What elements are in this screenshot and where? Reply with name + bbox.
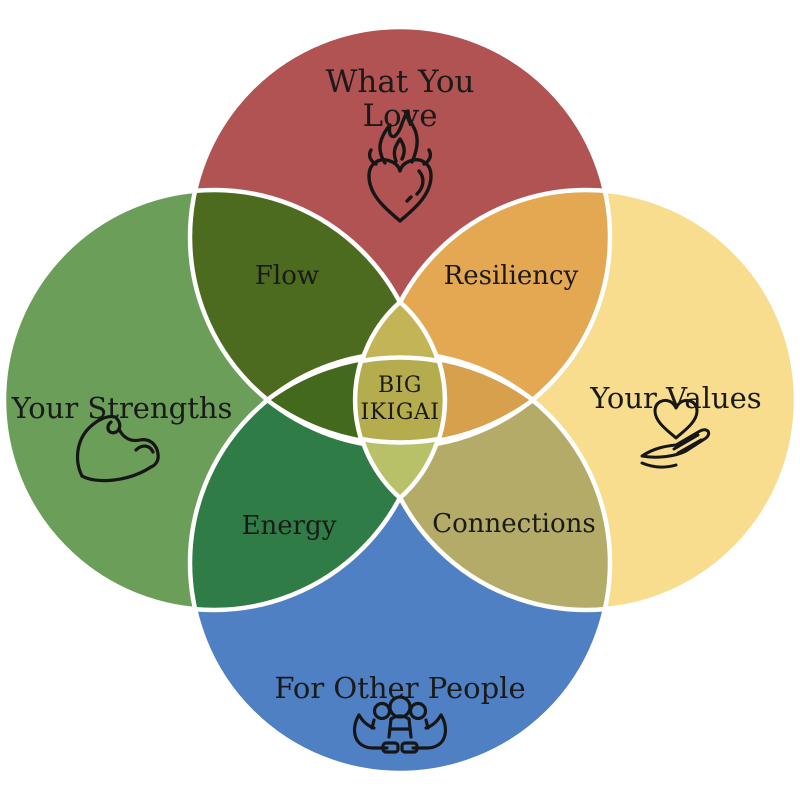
label-big-ikigai-line1: BIG bbox=[378, 373, 422, 398]
label-your-strengths: Your Strengths bbox=[11, 391, 233, 425]
label-your-values: Your Values bbox=[589, 381, 761, 415]
center-region bbox=[355, 357, 445, 443]
label-resiliency: Resiliency bbox=[444, 261, 579, 291]
label-for-other-people: For Other People bbox=[274, 671, 525, 705]
petal-horizontal-outline bbox=[263, 353, 537, 447]
label-what-you-love-line1: What You bbox=[325, 64, 474, 100]
heart-in-hand-icon bbox=[640, 398, 711, 469]
flaming-heart-icon bbox=[367, 109, 433, 223]
label-big-ikigai-line2: IKIGAI bbox=[361, 400, 440, 425]
center-region-outline bbox=[352, 355, 448, 445]
label-what-you-love-line2: Love bbox=[362, 98, 437, 134]
flexed-bicep-icon bbox=[75, 414, 160, 483]
label-flow: Flow bbox=[255, 261, 319, 291]
label-energy: Energy bbox=[242, 511, 337, 541]
label-connections: Connections bbox=[432, 509, 596, 539]
people-in-hands-icon bbox=[352, 695, 448, 754]
